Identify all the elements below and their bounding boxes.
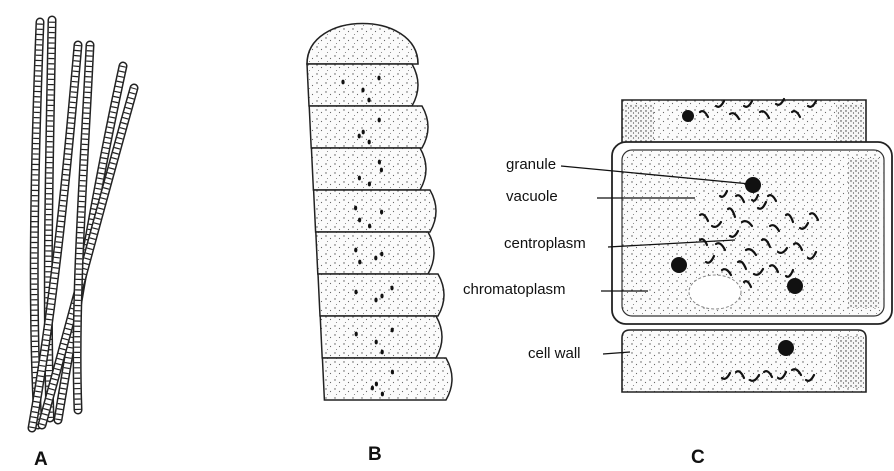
cell-granule [371, 386, 374, 391]
cell-granule [390, 286, 393, 291]
upper-cell-edge-right [836, 104, 864, 146]
cell-granule [391, 328, 394, 333]
cell-granule [367, 98, 370, 103]
granule [787, 278, 803, 294]
cell-granule [354, 206, 357, 211]
cell-granule [377, 76, 380, 81]
apical-cell [307, 24, 418, 65]
filament-bundle [32, 20, 134, 428]
cell-granule [380, 294, 383, 299]
vacuole [689, 275, 741, 309]
cell-granule [378, 160, 381, 165]
cell-granule [374, 256, 377, 261]
cell-granule [374, 298, 377, 303]
cell-granule [362, 130, 365, 135]
panel-c-cell-detail: granule vacuole centroplasm chromatoplas… [463, 99, 892, 392]
cell-granule [368, 182, 371, 187]
granule [745, 177, 761, 193]
panel-label-c: C [691, 447, 705, 468]
cell-granule [381, 350, 384, 355]
panel-a-filaments [32, 20, 134, 428]
cell-granule [358, 260, 361, 265]
cell-granule [391, 370, 394, 375]
cell-granule [380, 168, 383, 173]
cell-granule [375, 340, 378, 345]
panel-b-filament-tip [307, 24, 452, 401]
lower-cell-edge-right [836, 336, 864, 388]
lower-cell-granule [778, 340, 794, 356]
cell-granule [368, 224, 371, 229]
cell-granule [380, 210, 383, 215]
cell-granule [355, 332, 358, 337]
label-vacuole: vacuole [506, 188, 558, 205]
cell-granule [375, 382, 378, 387]
label-granule: granule [506, 156, 556, 173]
lower-cell [622, 330, 866, 392]
panel-label-a: A [34, 449, 48, 470]
cell-granule [358, 134, 361, 139]
panel-label-b: B [368, 444, 382, 465]
granule [671, 257, 687, 273]
chromatoplasm-edge-right [848, 158, 880, 308]
cell-granule [361, 88, 364, 93]
filament-cells [307, 64, 452, 400]
cell-granule [378, 118, 381, 123]
cell-granule [368, 140, 371, 145]
cell-granule [341, 80, 344, 85]
label-cell-wall: cell wall [528, 345, 581, 362]
label-chromatoplasm: chromatoplasm [463, 281, 566, 298]
upper-cell-granule [682, 110, 694, 122]
cell-granule [358, 218, 361, 223]
cell-granule [381, 392, 384, 397]
filament-cell [322, 358, 452, 400]
filament-cell [316, 232, 434, 274]
upper-cell-edge-left [624, 104, 654, 146]
cell-granule [358, 176, 361, 181]
filament-cell [307, 64, 418, 106]
label-centroplasm: centroplasm [504, 235, 586, 252]
cell-granule [354, 290, 357, 295]
cell-granule [380, 252, 383, 257]
filament-cell [314, 190, 436, 232]
cell-granule [354, 248, 357, 253]
